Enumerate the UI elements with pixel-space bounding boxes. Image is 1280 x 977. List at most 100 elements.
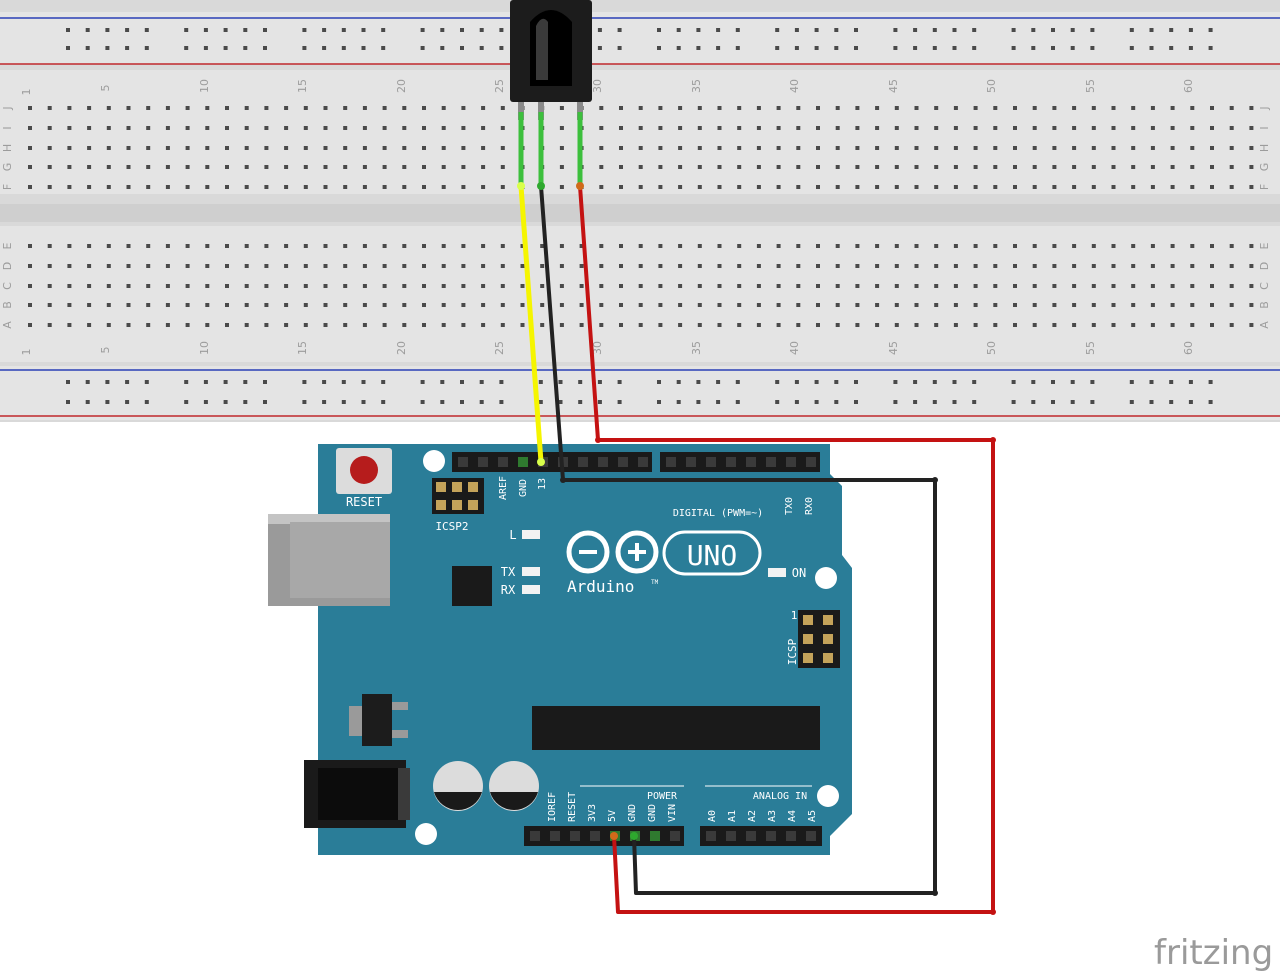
breadboard-hole xyxy=(441,303,446,307)
breadboard-hole xyxy=(932,46,937,50)
breadboard-hole xyxy=(481,323,486,327)
breadboard-hole xyxy=(875,264,880,268)
breadboard-hole xyxy=(1129,28,1134,32)
breadboard-hole xyxy=(422,323,426,327)
breadboard-hole xyxy=(1249,126,1254,130)
breadboard-hole xyxy=(264,323,269,327)
breadboard-hole xyxy=(244,303,249,307)
breadboard-hole xyxy=(1013,323,1017,327)
breadboard-hole xyxy=(717,244,722,248)
breadboard-hole xyxy=(165,244,170,248)
power-pin-label: 3V3 xyxy=(587,804,598,822)
analog-pin-label: A0 xyxy=(707,810,718,822)
wire-endpoints xyxy=(517,182,996,915)
breadboard-hole xyxy=(1210,146,1214,150)
wire-signal-yellow[interactable] xyxy=(518,183,544,465)
breadboard-hole xyxy=(914,303,919,307)
breadboard-hole xyxy=(382,303,387,307)
breadboard-hole xyxy=(47,185,52,189)
breadboard-hole xyxy=(1131,284,1136,288)
breadboard-hole xyxy=(835,126,840,130)
breadboard-hole xyxy=(559,323,564,327)
breadboard-hole xyxy=(422,165,426,169)
breadboard-hole xyxy=(559,244,564,248)
breadboard-hole xyxy=(284,126,289,130)
breadboard-hole xyxy=(165,264,170,268)
breadboard-hole xyxy=(914,146,919,150)
breadboard-hole xyxy=(461,106,466,110)
breadboard-hole xyxy=(303,126,308,130)
breadboard-hole xyxy=(1170,264,1175,268)
power-header xyxy=(524,826,684,846)
breadboard-hole xyxy=(205,146,210,150)
breadboard-hole xyxy=(185,264,190,268)
breadboard-hole xyxy=(1210,323,1214,327)
breadboard-hole xyxy=(1210,303,1214,307)
breadboard-hole xyxy=(106,106,111,110)
breadboard-hole xyxy=(1131,303,1136,307)
breadboard-hole xyxy=(776,303,781,307)
breadboard-hole xyxy=(106,303,111,307)
breadboard-hole xyxy=(441,284,446,288)
breadboard-hole xyxy=(894,185,899,189)
breadboard-hole xyxy=(362,284,367,288)
breadboard-hole xyxy=(1208,46,1213,50)
led-tx-label: TX xyxy=(501,565,516,579)
reset-button[interactable] xyxy=(336,448,392,494)
breadboard-hole xyxy=(1131,244,1136,248)
breadboard-hole xyxy=(422,284,426,288)
breadboard-hole xyxy=(678,284,683,288)
breadboard-hole xyxy=(28,106,32,110)
breadboard-hole xyxy=(203,46,208,50)
breadboard-hole xyxy=(284,146,289,150)
breadboard-hole xyxy=(696,46,701,50)
breadboard-hole xyxy=(737,106,742,110)
breadboard-hole xyxy=(597,28,602,32)
breadboard-hole xyxy=(1229,126,1234,130)
breadboard-hole xyxy=(597,46,602,50)
breadboard-hole xyxy=(599,264,604,268)
breadboard-hole xyxy=(1013,106,1017,110)
breadboard-hole xyxy=(953,323,958,327)
row-letter-left: C xyxy=(1,282,14,290)
wire-power-red[interactable] xyxy=(578,184,995,914)
breadboard-hole xyxy=(678,165,683,169)
breadboard-hole xyxy=(1052,165,1057,169)
breadboard-hole xyxy=(1111,185,1116,189)
breadboard-hole xyxy=(441,146,446,150)
breadboard-hole xyxy=(952,46,957,50)
breadboard-hole xyxy=(579,264,584,268)
breadboard-hole xyxy=(67,106,72,110)
breadboard-hole xyxy=(559,146,564,150)
breadboard-hole xyxy=(1190,284,1195,288)
breadboard-hole xyxy=(47,106,52,110)
breadboard-hole xyxy=(894,284,899,288)
breadboard-hole xyxy=(1170,303,1175,307)
breadboard-hole xyxy=(1208,380,1213,384)
atmega-chip xyxy=(532,706,820,750)
breadboard-hole xyxy=(619,264,623,268)
breadboard-hole xyxy=(894,323,899,327)
breadboard-hole xyxy=(756,146,761,150)
breadboard-hole xyxy=(814,400,819,404)
breadboard-hole xyxy=(341,28,346,32)
breadboard-hole xyxy=(303,284,308,288)
breadboard-hole xyxy=(520,284,525,288)
breadboard-hole xyxy=(499,380,504,384)
breadboard-hole xyxy=(697,165,702,169)
breadboard-hole xyxy=(461,146,466,150)
breadboard-hole xyxy=(816,185,820,189)
wire-ground-black[interactable] xyxy=(539,184,937,895)
breadboard-hole xyxy=(87,323,92,327)
breadboard-hole xyxy=(716,28,721,32)
breadboard-hole xyxy=(481,185,486,189)
breadboard-hole xyxy=(67,146,72,150)
breadboard-hole xyxy=(617,380,622,384)
breadboard-hole xyxy=(184,46,189,50)
breadboard-hole xyxy=(816,244,820,248)
breadboard-hole xyxy=(1072,264,1077,268)
arduino-uno-board: RESET ICSP2 xyxy=(268,444,852,855)
breadboard-hole xyxy=(1052,146,1057,150)
breadboard-hole xyxy=(302,380,307,384)
